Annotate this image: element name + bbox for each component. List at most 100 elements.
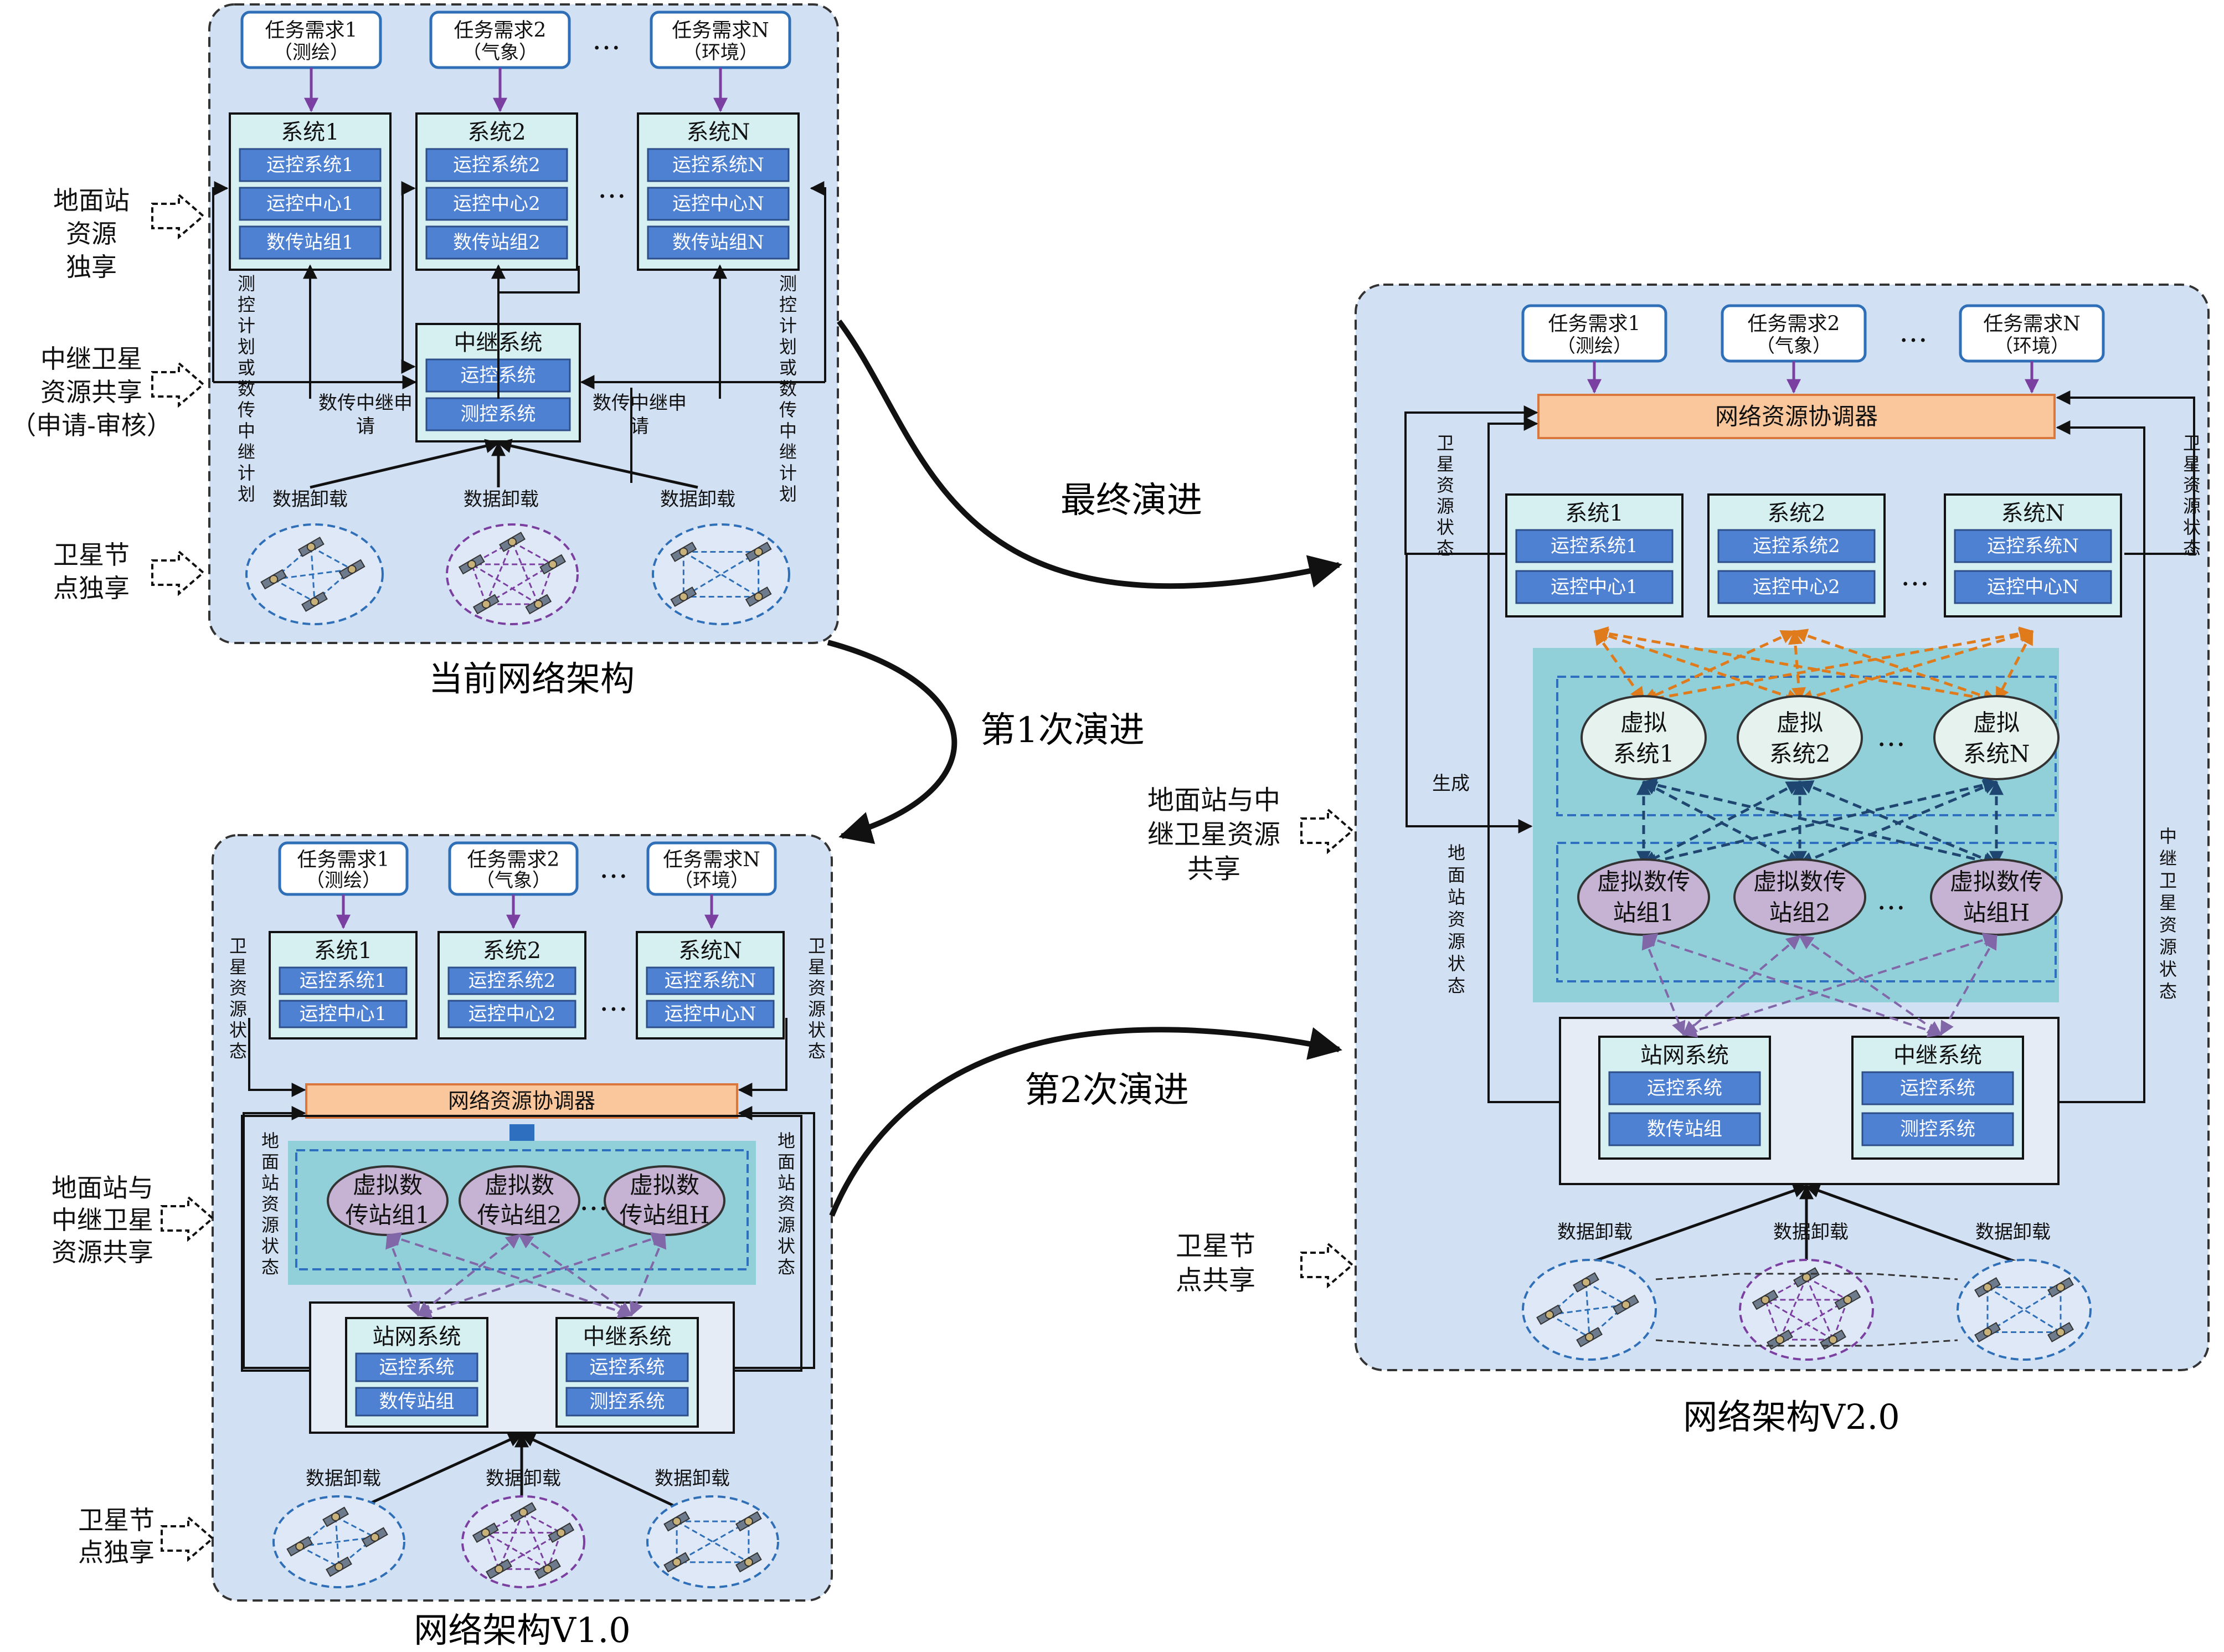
satellite-body-icon: [1582, 1278, 1590, 1287]
hollow-arrow: [161, 1195, 215, 1242]
sat-state-label: 状: [1437, 517, 1454, 538]
blue-subsystem-label: 运控系统N: [665, 970, 756, 992]
plan-vertical-label: 测: [779, 273, 797, 294]
side-label: 地面站与中: [1147, 785, 1280, 816]
satellite-body-icon: [548, 560, 558, 569]
inter-satellite-link: [1764, 1299, 1781, 1340]
plan-vertical-label: 计: [779, 315, 797, 336]
satellite-body-icon: [334, 1562, 343, 1572]
inter-satellite-link: [471, 563, 539, 605]
relay-state-label: 继: [2159, 848, 2177, 869]
ground-state-label: 态: [778, 1257, 795, 1278]
ground-state-label: 地: [778, 1130, 795, 1151]
task-demand-subtitle: （气象）: [462, 42, 538, 64]
inter-satellite-link: [1764, 1299, 1834, 1341]
task-demand-title: 任务需求2: [454, 19, 547, 42]
hollow-arrow: [151, 549, 205, 596]
blue-subsystem-box: [239, 148, 382, 182]
blue-subsystem-label: 运控系统1: [266, 154, 354, 176]
hollow-arrow: [151, 361, 205, 408]
system-title: 中继系统: [1893, 1043, 1982, 1068]
blue-subsystem-box: [565, 1387, 689, 1417]
plan-vertical-label: 传: [779, 399, 797, 420]
satellite-body-icon: [754, 547, 763, 557]
side-label: 中继卫星: [40, 344, 142, 374]
virtual-system-label: 虚拟: [1777, 709, 1823, 737]
blue-subsystem-label: 数传站组: [1647, 1118, 1722, 1140]
satellite-body-icon: [370, 1532, 379, 1542]
relay-state-label: 资: [2159, 914, 2177, 935]
blue-subsystem-label: 运控系统N: [672, 154, 764, 176]
system-title: 系统N: [2001, 501, 2065, 526]
satellite-body-icon: [347, 565, 357, 574]
task-demand-subtitle: （测绘）: [306, 869, 381, 892]
inter-satellite-link: [547, 1532, 562, 1569]
satellite-body-icon: [331, 1512, 341, 1521]
ground-state-label: 站: [778, 1172, 795, 1193]
satellite-body-icon: [295, 1542, 305, 1551]
side-label: 继卫星资源: [1147, 819, 1280, 850]
inter-satellite-link: [1585, 1282, 1626, 1306]
satellite-body-icon: [557, 1528, 566, 1537]
satellite-body-icon: [679, 592, 688, 601]
sat-state-label: 星: [2183, 454, 2201, 475]
sat-state-line: [248, 1018, 306, 1097]
satellite-body-icon: [2056, 1327, 2065, 1337]
inter-satellite-link: [485, 541, 513, 605]
satellite-body-icon: [1983, 1327, 1992, 1337]
offload-to-ground-arrow: [1805, 1183, 2019, 1264]
side-label: 地面站与: [52, 1173, 153, 1203]
apply-line: [401, 188, 416, 374]
ground-state-label: 态: [261, 1257, 279, 1278]
sat-state-label: 星: [808, 956, 826, 977]
system-title: 系统N: [678, 938, 742, 964]
relay-state-label: 卫: [2159, 870, 2177, 891]
relay-state-label: 态: [2159, 981, 2177, 1002]
sat-state-line: [738, 1018, 787, 1097]
ellipsis: …: [599, 852, 628, 885]
satellite-body-icon: [534, 600, 543, 609]
ground-state-label: 面: [1448, 864, 1465, 886]
ground-state-label: 状: [1448, 953, 1465, 974]
sat-state-label: 态: [1437, 538, 1454, 559]
virtual-station-group-label: 虚拟数: [485, 1172, 554, 1199]
data-offload-label: 数据卸载: [1557, 1221, 1633, 1243]
virtual-station-group-label: 虚拟数传: [1753, 868, 1846, 896]
side-label: 共享: [1187, 853, 1240, 884]
satellite-body-icon: [1802, 1273, 1811, 1282]
system-title: 系统1: [314, 938, 372, 964]
inter-satellite-link: [676, 1520, 749, 1563]
side-label: 卫星节: [1176, 1231, 1255, 1262]
virtual-station-group-label: 站组1: [1613, 899, 1675, 927]
sat-state-label: 星: [1437, 454, 1454, 475]
side-label: 资源共享: [52, 1237, 153, 1267]
relay-apply-label: 数传中继申: [318, 392, 413, 414]
final-evolution-label: 最终演进: [1060, 480, 1202, 521]
inter-satellite-link: [310, 547, 316, 602]
ellipsis: …: [592, 23, 621, 56]
ellipsis: …: [598, 172, 626, 205]
blue-subsystem-label: 数传站组1: [266, 231, 354, 254]
offload-to-relay-arrow: [310, 439, 500, 489]
blue-subsystem-label: 运控系统: [1647, 1077, 1722, 1099]
virtual-station-group-label: 传站组1: [346, 1202, 430, 1229]
inter-satellite-link: [311, 546, 353, 570]
inter-satellite-link: [1806, 1277, 1849, 1301]
inter-satellite-link: [498, 1512, 524, 1569]
ground-state-label: 站: [1448, 887, 1465, 908]
blue-subsystem-box: [1608, 1071, 1761, 1105]
data-offload-label: 数据卸载: [272, 488, 348, 511]
virtual-area-dashed: [295, 1149, 749, 1270]
satellite-cluster: [652, 523, 790, 625]
virtual-station-group-label: 虚拟数: [353, 1172, 423, 1199]
blue-subsystem-label: 运控系统2: [1753, 535, 1840, 557]
plan-vertical-label: 中: [238, 420, 255, 441]
satellite-body-icon: [2056, 1283, 2065, 1292]
sat-state-label: 卫: [2183, 433, 2201, 454]
final-evolution-arrow: [836, 320, 1342, 589]
satellite-body-icon: [269, 575, 279, 584]
side-label: 地面站: [53, 186, 130, 215]
sat-state-label: 源: [229, 999, 247, 1020]
ellipsis: …: [1877, 883, 1906, 917]
sat-state-label: 资: [808, 977, 826, 999]
